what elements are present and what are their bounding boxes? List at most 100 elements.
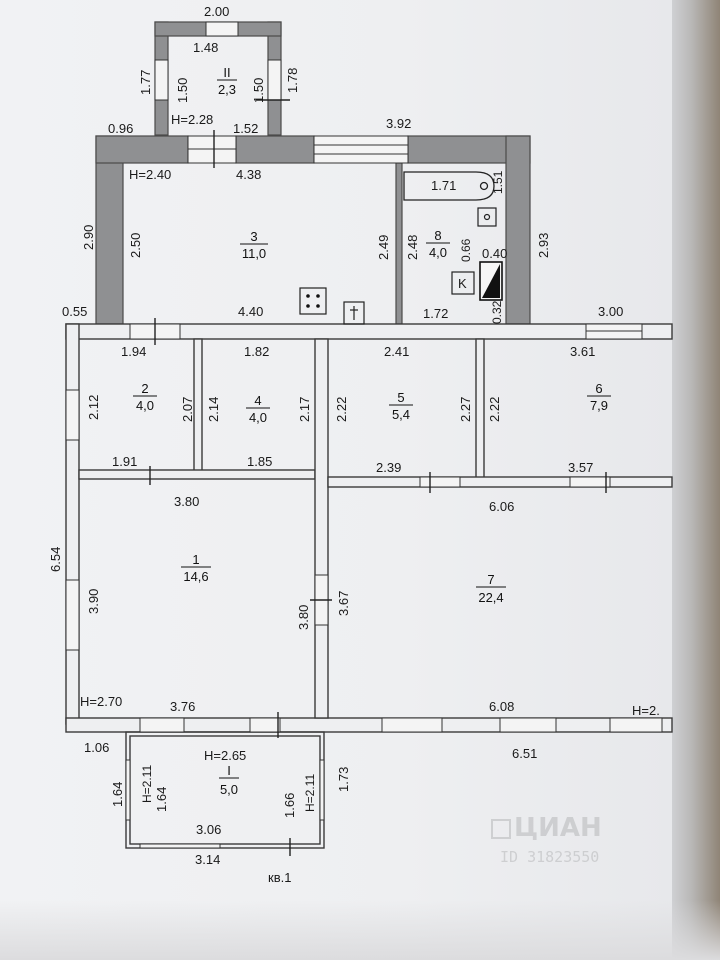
watermark-id: ID 31823550 xyxy=(500,848,599,866)
dimension-label: 0.40 xyxy=(482,246,507,261)
height-label: H=2.40 xyxy=(129,167,171,182)
dimension-label: 2.41 xyxy=(384,344,409,359)
room-7-label: 7 22,4 xyxy=(476,572,506,605)
dimension-label: 2.17 xyxy=(297,397,312,422)
room-area: 5,4 xyxy=(392,407,410,422)
wall xyxy=(475,338,485,479)
room-area: 7,9 xyxy=(590,398,608,413)
room-II-label: II 2,3 xyxy=(217,65,237,97)
wall xyxy=(327,476,673,488)
dimension-label: 2.39 xyxy=(376,460,401,475)
room-number: II xyxy=(223,65,230,80)
window xyxy=(125,759,131,821)
watermark-text: ЦИАН xyxy=(514,813,602,843)
wall xyxy=(78,469,316,480)
dimension-label: 2.07 xyxy=(180,397,195,422)
dimension-label: 1.64 xyxy=(110,782,125,807)
room-area: 4,0 xyxy=(136,398,154,413)
dimension-label: 1.06 xyxy=(84,740,109,755)
window xyxy=(609,717,663,733)
room-area: 4,0 xyxy=(249,410,267,425)
dimension-label: 3.14 xyxy=(195,852,220,867)
room-8-label: 8 4,0 xyxy=(426,228,450,260)
dimension-label: 2.49 xyxy=(376,235,391,260)
dimension-label: 0.32 xyxy=(490,300,504,324)
dimension-label: 3.80 xyxy=(174,494,199,509)
window xyxy=(139,717,185,733)
dimension-label: 2.22 xyxy=(487,397,502,422)
dimension-label: 1.94 xyxy=(121,344,146,359)
dimension-label: 3.61 xyxy=(570,344,595,359)
wall xyxy=(235,135,315,164)
room-number: 8 xyxy=(434,228,441,243)
room-number: 4 xyxy=(254,393,261,408)
dimension-label: 2.90 xyxy=(81,225,96,250)
dimension-label: 0.55 xyxy=(62,304,87,319)
window xyxy=(154,59,169,101)
dimension-label: 1.48 xyxy=(193,40,218,55)
dimension-label: 2.00 xyxy=(204,4,229,19)
dimension-label: 1.66 xyxy=(282,793,297,818)
thin-walls xyxy=(65,323,673,849)
dimension-label: 1.85 xyxy=(247,454,272,469)
door-marks xyxy=(149,99,607,856)
dimension-label: 2.50 xyxy=(128,233,143,258)
dimension-label: 3.67 xyxy=(336,591,351,616)
photo-shadow xyxy=(0,900,720,960)
dimension-label: 0.96 xyxy=(108,121,133,136)
room-2-label: 2 4,0 xyxy=(133,381,157,413)
watermark: ЦИАН ID 31823550 xyxy=(491,813,602,866)
dimension-label: 1.82 xyxy=(244,344,269,359)
windows xyxy=(65,21,663,849)
room-number: 5 xyxy=(397,390,404,405)
room-3-label: 3 11,0 xyxy=(240,229,268,261)
dimension-label: 2.14 xyxy=(206,397,221,422)
dimension-label: 1.73 xyxy=(336,767,351,792)
height-label: H=2.11 xyxy=(303,774,317,812)
room-number: 3 xyxy=(250,229,257,244)
door-opening xyxy=(569,476,611,488)
dimension-label: 3.00 xyxy=(598,304,623,319)
chimney xyxy=(343,301,365,325)
boiler xyxy=(479,261,503,301)
wall xyxy=(193,338,203,474)
dimension-label: 1.51 xyxy=(491,170,505,194)
room-labels: II 2,3 3 11,0 8 4,0 2 4,0 4 4,0 5 5,4 xyxy=(133,65,611,797)
room-area: 2,3 xyxy=(218,82,236,97)
room-area: 5,0 xyxy=(220,782,238,797)
dimension-label: 1.71 xyxy=(431,178,456,193)
dimension-label: 6.54 xyxy=(48,547,63,572)
height-label: H=2.28 xyxy=(171,112,213,127)
wall xyxy=(95,135,189,164)
dimension-label: 1.91 xyxy=(112,454,137,469)
room-number: 7 xyxy=(487,572,494,587)
dimension-label: 3.06 xyxy=(196,822,221,837)
wall xyxy=(314,338,329,719)
height-label: H=2. xyxy=(632,703,660,718)
dimension-label: 3.92 xyxy=(386,116,411,131)
room-area: 4,0 xyxy=(429,245,447,260)
room-1-label: 1 14,6 xyxy=(181,552,211,584)
dimension-label: 2.12 xyxy=(86,395,101,420)
window xyxy=(249,717,281,733)
dimension-label: 6.51 xyxy=(512,746,537,761)
dimension-label: 1.50 xyxy=(175,78,190,103)
room-6-label: 6 7,9 xyxy=(587,381,611,413)
bathtub xyxy=(403,171,495,201)
room-area: 14,6 xyxy=(183,569,208,584)
dimension-label: 6.08 xyxy=(489,699,514,714)
room-number: 6 xyxy=(595,381,602,396)
dimension-label: 1.52 xyxy=(233,121,258,136)
kitchen-mark: K xyxy=(451,271,475,295)
dimension-label: 4.40 xyxy=(238,304,263,319)
kitchen-mark-label: K xyxy=(458,276,467,291)
wall xyxy=(395,162,403,325)
dimension-label: 1.78 xyxy=(285,68,300,93)
wall xyxy=(65,323,80,725)
dimension-label: 2.48 xyxy=(405,235,420,260)
room-5-label: 5 5,4 xyxy=(389,390,413,422)
room-number: 1 xyxy=(192,552,199,567)
door-opening xyxy=(419,476,461,488)
room-area: 22,4 xyxy=(478,590,503,605)
window xyxy=(499,717,557,733)
